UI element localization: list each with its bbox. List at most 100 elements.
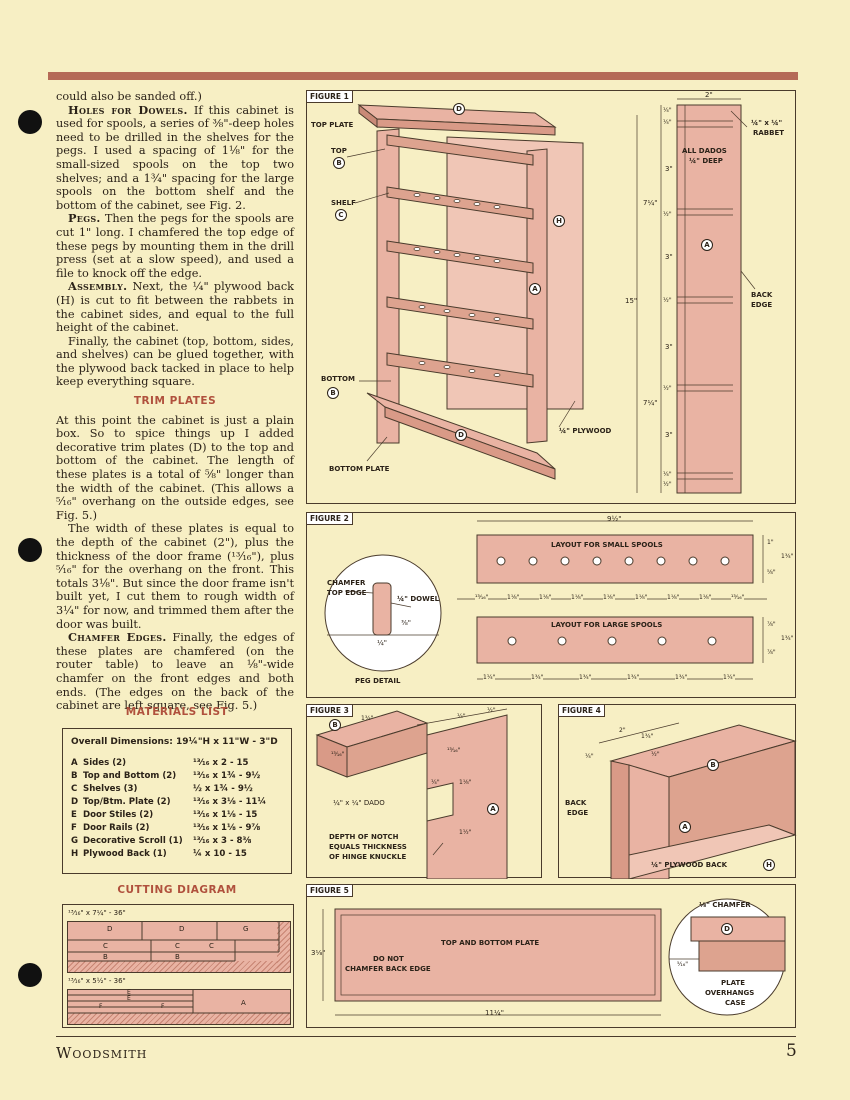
page-number: 5 <box>786 1041 797 1061</box>
figure-label: FIGURE 1 <box>307 91 353 103</box>
top-rule <box>48 72 798 80</box>
dim: 3" <box>665 431 673 439</box>
dim: 1⅛" <box>603 594 616 601</box>
figure-5: FIGURE 5 TOP AND BOTTOM PLATE DO NOT CHA… <box>306 884 796 1028</box>
board-2-lines <box>67 989 291 1014</box>
dim: 1¾" <box>531 674 544 681</box>
part-callout: A <box>529 283 541 295</box>
label-chamfer: CHAMFER <box>327 579 366 587</box>
dim-total: 9½" <box>607 515 622 523</box>
part-key: D <box>71 796 79 807</box>
label-depth: OF HINGE KNUCKLE <box>329 853 407 861</box>
dim: 1¾" <box>579 674 592 681</box>
part-callout: A <box>487 803 499 815</box>
runin-heading: Chamfer Edges. <box>68 630 167 645</box>
part-e: E <box>127 989 131 996</box>
figure-3: FIGURE 3 B A 1¾" ¹³⁄₁₆" ¼" ½" ¹³⁄₁₆" ¼" … <box>306 704 542 879</box>
label-back-edge: EDGE <box>751 301 773 309</box>
paragraph-body: Next, the ¼" plywood back (H) is cut to … <box>56 280 294 335</box>
dim: 1⅛" <box>507 594 520 601</box>
label-overhang: PLATE <box>721 979 746 987</box>
part-name: Sides (2) <box>83 757 127 768</box>
dim-width: 2" <box>705 91 713 99</box>
paragraph: Holes for Dowels. If this cabinet is use… <box>56 102 294 213</box>
dim: ⁵⁄₁₆" <box>677 961 688 968</box>
plate-detail <box>322 898 786 1016</box>
dim: 1⅛" <box>571 594 584 601</box>
figure-1: FIGURE 1 <box>306 90 796 504</box>
paragraph: Pegs. Then the pegs for the spools are c… <box>56 212 294 280</box>
dim: 1¼" <box>723 674 736 681</box>
dim: 3" <box>665 253 673 261</box>
dim: ¼" <box>431 779 440 786</box>
paragraph: Finally, the cabinet (top, bottom, sides… <box>56 334 294 389</box>
runin-heading: Pegs. <box>68 211 101 226</box>
label-overhang: OVERHANGS <box>705 989 755 997</box>
label-all-dados: ALL DADOS <box>682 147 727 155</box>
part-dimensions: ½ x 1¾ - 9½ <box>193 783 253 794</box>
dim: 2" <box>619 727 626 734</box>
dim: 1¾" <box>641 733 654 740</box>
label-back-edge: EDGE <box>567 809 589 817</box>
part-callout: A <box>701 239 713 251</box>
dim: ¹³⁄₁₆" <box>475 594 489 601</box>
label-no-chamfer: DO NOT <box>373 955 404 963</box>
dim: ⅜" <box>401 619 412 627</box>
part-callout: D <box>455 429 467 441</box>
part-f: F <box>99 1003 103 1010</box>
overall-dimensions: Overall Dimensions: 19¼"H x 11"W - 3"D <box>71 737 278 747</box>
dim: ½" <box>663 211 672 218</box>
binder-hole <box>18 963 42 987</box>
dim: ½" <box>663 385 672 392</box>
part-callout: H <box>553 215 565 227</box>
dim: ½" <box>651 751 660 758</box>
part-g: G <box>243 925 249 933</box>
part-dimensions: ¹³⁄₁₆ x 1⅛ - 9⅞ <box>193 822 261 833</box>
paragraph: Chamfer Edges. Finally, the edges of the… <box>56 630 294 713</box>
dim: 1¾" <box>781 553 794 560</box>
label-chamfer: ⅛" CHAMFER <box>699 901 751 909</box>
dim: 1⅛" <box>459 779 472 786</box>
runin-heading: Holes for Dowels. <box>68 102 188 117</box>
dim: 1¼" <box>483 674 496 681</box>
dim: ⅞" <box>767 649 776 656</box>
part-callout: B <box>327 387 339 399</box>
part-callout: B <box>707 759 719 771</box>
part-callout: B <box>329 719 341 731</box>
label-overhang: CASE <box>725 999 746 1007</box>
label-dowel: ¼" DOWEL <box>397 595 440 603</box>
label-depth: DEPTH OF NOTCH <box>329 833 399 841</box>
dim-height: 3⅛" <box>311 949 326 957</box>
label-bottom-plate: BOTTOM PLATE <box>329 465 390 473</box>
part-c: C <box>103 942 108 950</box>
part-name: Top and Bottom (2) <box>83 770 177 781</box>
part-a: A <box>241 999 246 1007</box>
cutting-diagram: ¹³⁄₁₆" x 7¼" - 36" D D G C C C B B ¹³⁄₁₆… <box>62 904 294 1028</box>
part-callout: H <box>763 859 775 871</box>
part-key: E <box>71 809 77 820</box>
label-plywood: ¼" PLYWOOD BACK <box>651 861 728 869</box>
label-depth: EQUALS THICKNESS <box>329 843 407 851</box>
dim: ¼" <box>663 119 672 126</box>
dim: 1⅛" <box>699 594 712 601</box>
part-name: Decorative Scroll (1) <box>83 835 183 846</box>
dim-overall: 15" <box>625 297 638 305</box>
figure-4: FIGURE 4 2" 1¾" ¼" ½" B A H BACK EDGE ¼"… <box>558 704 797 879</box>
label-rabbet: ¼" x ¼" <box>751 119 783 127</box>
part-name: Top/Btm. Plate (2) <box>83 796 171 807</box>
label-bottom: BOTTOM <box>321 375 355 383</box>
dim: ⅝" <box>767 569 776 576</box>
runin-heading: Assembly. <box>68 279 128 294</box>
dim: 1⅛" <box>635 594 648 601</box>
label-dado: ¼" x ¼" DADO <box>333 799 385 807</box>
board-label: ¹³⁄₁₆" x 5½" - 36" <box>68 977 126 985</box>
label-dados-deep: ¼" DEEP <box>689 157 723 165</box>
cabinet-exploded-view <box>346 98 756 494</box>
binder-hole <box>18 538 42 562</box>
label-top-plate: TOP PLATE <box>311 121 354 129</box>
